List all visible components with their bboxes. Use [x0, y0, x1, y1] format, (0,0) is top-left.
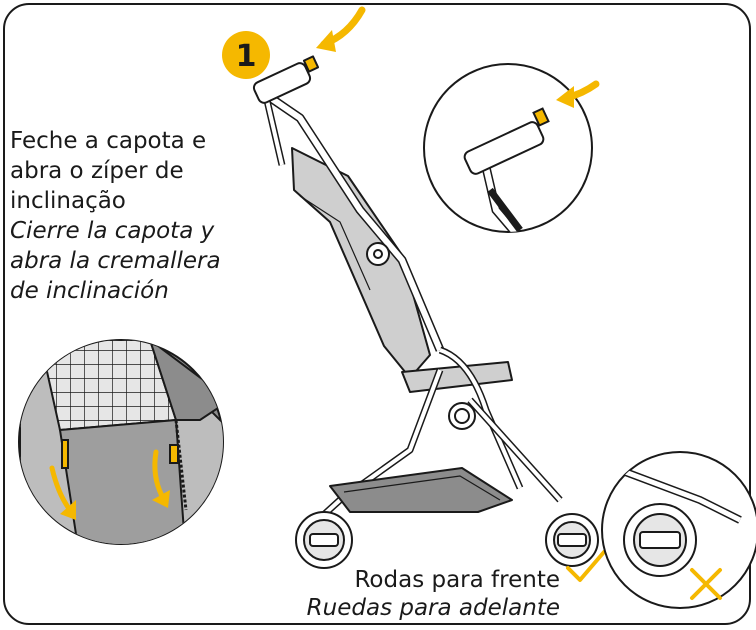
- cross-icon: [690, 568, 722, 600]
- instruction-es-line-1: Cierre la capota y: [10, 218, 215, 244]
- handle-detail-inset: [423, 63, 600, 233]
- front-wheel: [295, 511, 353, 569]
- zip-arrow-icon-2: [152, 449, 165, 499]
- wheels-caption-pt: Rodas para frente: [354, 567, 560, 593]
- instruction-es-line-3: de inclinación: [10, 278, 169, 304]
- rear-wheel: [545, 513, 599, 567]
- instruction-pt-line-1: Feche a capota e: [10, 128, 207, 154]
- instruction-pt-line-3: inclinação: [10, 188, 126, 214]
- instruction-pt-line-2: abra o zíper de: [10, 158, 184, 184]
- wheels-caption: Rodas para frente Ruedas para adelante: [307, 566, 560, 622]
- check-icon: [566, 550, 606, 582]
- stroller: [252, 55, 563, 523]
- wheel-detail-inset: [601, 451, 756, 609]
- instruction-text: Feche a capota e abra o zíper de inclina…: [10, 126, 221, 306]
- step-badge-circle: [222, 31, 270, 79]
- step-badge: 1: [222, 31, 270, 79]
- zipper-detail-inset: [18, 339, 224, 545]
- instruction-es-line-2: abra la cremallera: [10, 248, 221, 274]
- wheels-caption-es: Ruedas para adelante: [306, 595, 560, 621]
- step-number: 1: [236, 39, 257, 74]
- instruction-panel: [3, 3, 751, 625]
